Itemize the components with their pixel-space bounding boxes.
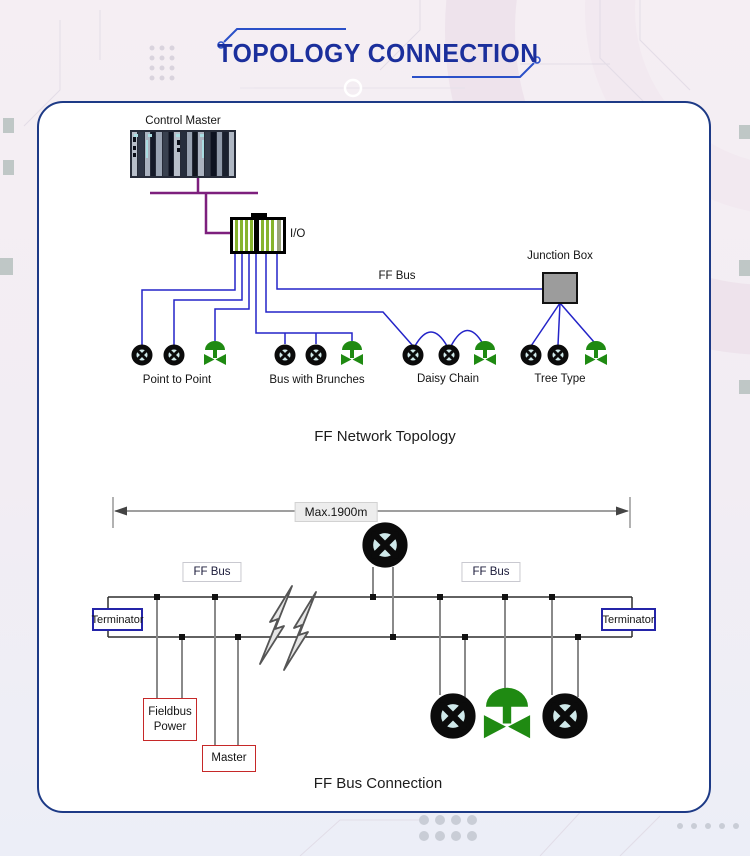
junction-box-label: Junction Box [527,250,593,262]
fieldbus-power-box: Fieldbus Power [143,698,197,741]
page-title: TOPOLOGY CONNECTION [217,38,539,68]
ff-bus-label-right: FF Bus [461,562,521,582]
terminator-left: Terminator [92,608,143,631]
edge-marks [0,118,750,394]
group-label-bus-with-brunches: Bus with Brunches [269,374,365,386]
center-circle-ornament [343,78,363,98]
max-length-label: Max.1900m [294,502,378,522]
ff-bus-label-left: FF Bus [182,562,242,582]
ff-bus-label-top: FF Bus [378,270,416,282]
topology-caption: FF Network Topology [314,428,456,445]
group-label-daisy-chain: Daisy Chain [417,373,479,385]
dot-grid-decoration [149,45,175,81]
group-label-tree-type: Tree Type [534,373,586,385]
group-label-point-to-point: Point to Point [142,374,212,386]
dot-grid-bottom [419,815,739,841]
control-master-label: Control Master [145,115,221,127]
terminator-right: Terminator [601,608,656,631]
diagram-card [37,101,711,813]
io-label: I/O [290,228,306,240]
bus-caption: FF Bus Connection [313,775,443,792]
swirl-decoration [445,0,750,355]
master-box: Master [202,745,256,772]
